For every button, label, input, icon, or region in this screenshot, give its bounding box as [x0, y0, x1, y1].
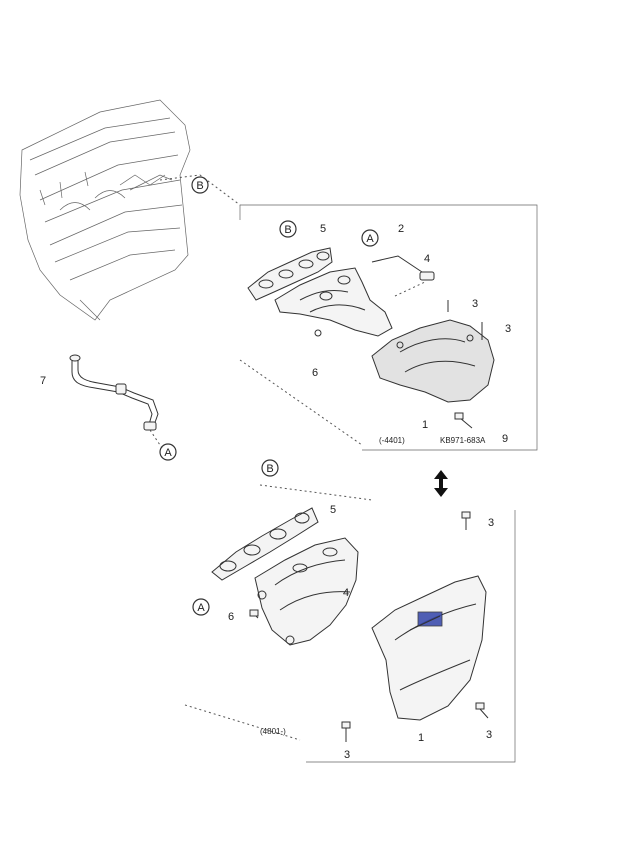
top-bolt-c-head	[454, 412, 464, 420]
part-7-label: 7	[40, 375, 46, 387]
bottom-bolt-c	[341, 721, 351, 742]
bottom-panel-range: (4801-)	[260, 727, 286, 736]
bottom-heat-shield	[371, 575, 487, 721]
svg-text:B: B	[284, 224, 291, 236]
bottom-stud	[249, 609, 259, 617]
top-panel-code: KB971-683A	[440, 436, 486, 445]
part-4-top-label: 4	[424, 253, 430, 265]
bottom-panel-side-callout: A	[192, 598, 210, 616]
top-panel-range: (-4401)	[379, 436, 405, 445]
part-4-bottom-label: 4	[343, 587, 349, 599]
hose-end-callout: A	[159, 443, 177, 461]
part-6-top-label: 6	[312, 367, 318, 379]
part-6-bottom-label: 6	[228, 611, 234, 623]
part-5-top-label: 5	[320, 223, 326, 235]
top-panel-variant-callout: B	[279, 220, 297, 238]
part-2-top-label: 2	[398, 223, 404, 235]
part-1-bottom-label: 1	[418, 732, 424, 744]
part-5-bottom-label: 5	[330, 504, 336, 516]
bottom-bolt-b	[475, 702, 489, 719]
top-gasket	[247, 247, 333, 301]
top-manifold	[274, 267, 393, 337]
svg-text:B: B	[266, 463, 273, 475]
svg-text:A: A	[197, 602, 205, 614]
engine-view-callout: B	[191, 176, 209, 194]
top-bolt-c	[459, 417, 473, 429]
bottom-manifold	[251, 537, 359, 646]
top-panel-side-callout: A	[361, 229, 379, 247]
svg-text:A: A	[164, 447, 172, 459]
engine-block-sketch	[19, 99, 241, 321]
top-heat-shield	[371, 319, 495, 403]
part-3-bottom-label-a: 3	[488, 517, 494, 529]
svg-text:B: B	[196, 180, 203, 192]
svg-text:A: A	[366, 233, 374, 245]
heat-shield-label-plate	[417, 611, 443, 627]
part-3-bottom-label-b: 3	[486, 729, 492, 741]
part-3-top-label-b: 3	[505, 323, 511, 335]
bottom-gasket	[211, 507, 319, 581]
part-3-bottom-label-c: 3	[344, 749, 350, 761]
bottom-panel-frame	[184, 484, 516, 763]
bottom-bolt-a	[461, 511, 471, 530]
part-9-top-label: 9	[502, 433, 508, 445]
part-3-top-label-a: 3	[472, 298, 478, 310]
bottom-panel-variant-callout: B	[261, 459, 279, 477]
double-arrow-icon	[434, 470, 448, 497]
top-sensor	[419, 271, 435, 281]
part-1-top-label: 1	[422, 419, 428, 431]
top-panel-frame	[239, 204, 538, 451]
hose-assembly	[69, 354, 163, 449]
